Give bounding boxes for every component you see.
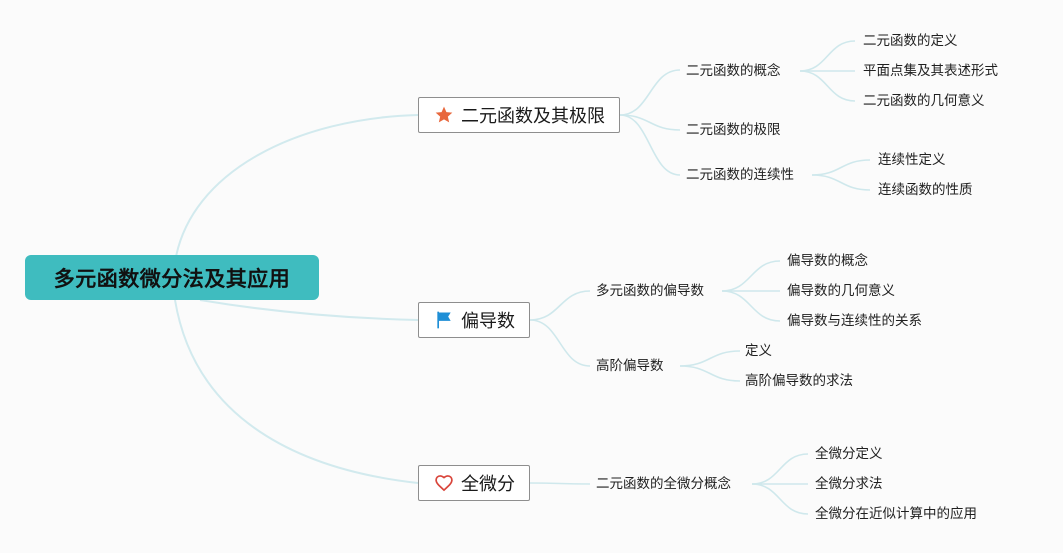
connector-line xyxy=(799,70,856,102)
connector-line xyxy=(619,114,681,176)
branch-node-limits[interactable]: 二元函数及其极限 xyxy=(418,97,620,133)
connector-line xyxy=(751,483,809,515)
subtopic-node[interactable]: 全微分定义 xyxy=(815,446,883,462)
branch-node-total-differential[interactable]: 全微分 xyxy=(418,465,530,501)
heart-icon xyxy=(433,472,455,494)
connector-line xyxy=(679,365,741,382)
subtopic-node[interactable]: 高阶偏导数的求法 xyxy=(745,373,853,389)
connector-line xyxy=(529,482,591,485)
subtopic-node[interactable]: 定义 xyxy=(745,343,772,359)
connector-line xyxy=(529,290,591,321)
subtopic-node[interactable]: 偏导数的几何意义 xyxy=(787,283,895,299)
branch-label: 全微分 xyxy=(461,474,515,495)
subtopic-node[interactable]: 连续函数的性质 xyxy=(878,182,973,198)
branch-label: 偏导数 xyxy=(461,311,515,332)
topic-node[interactable]: 二元函数的概念 xyxy=(686,63,781,79)
subtopic-node[interactable]: 偏导数与连续性的关系 xyxy=(787,313,922,329)
subtopic-node[interactable]: 平面点集及其表述形式 xyxy=(863,63,998,79)
topic-node[interactable]: 二元函数的全微分概念 xyxy=(596,476,731,492)
connector-line xyxy=(199,299,419,321)
subtopic-node[interactable]: 全微分求法 xyxy=(815,476,883,492)
branch-node-partial-derivative[interactable]: 偏导数 xyxy=(418,302,530,338)
connector-line xyxy=(174,114,419,263)
connector-line xyxy=(529,319,591,367)
connector-line xyxy=(174,299,419,484)
topic-node[interactable]: 二元函数的极限 xyxy=(686,122,781,138)
connector-line xyxy=(799,40,856,72)
connector-line xyxy=(721,290,781,322)
connector-line xyxy=(811,174,871,191)
star-icon xyxy=(433,104,455,126)
topic-node[interactable]: 高阶偏导数 xyxy=(596,358,664,374)
subtopic-node[interactable]: 偏导数的概念 xyxy=(787,253,868,269)
connector-line xyxy=(619,69,681,116)
connector-line xyxy=(721,260,781,292)
branch-label: 二元函数及其极限 xyxy=(461,106,605,127)
root-node[interactable]: 多元函数微分法及其应用 xyxy=(25,255,319,300)
topic-node[interactable]: 多元函数的偏导数 xyxy=(596,283,704,299)
subtopic-node[interactable]: 连续性定义 xyxy=(878,152,946,168)
connector-line xyxy=(751,453,809,485)
topic-node[interactable]: 二元函数的连续性 xyxy=(686,167,794,183)
subtopic-node[interactable]: 二元函数的几何意义 xyxy=(863,93,985,109)
flag-icon xyxy=(433,309,455,331)
connector-line xyxy=(679,350,741,367)
subtopic-node[interactable]: 二元函数的定义 xyxy=(863,33,958,49)
root-label: 多元函数微分法及其应用 xyxy=(53,266,291,291)
connector-line xyxy=(811,159,871,176)
connector-line xyxy=(619,114,681,131)
subtopic-node[interactable]: 全微分在近似计算中的应用 xyxy=(815,506,977,522)
